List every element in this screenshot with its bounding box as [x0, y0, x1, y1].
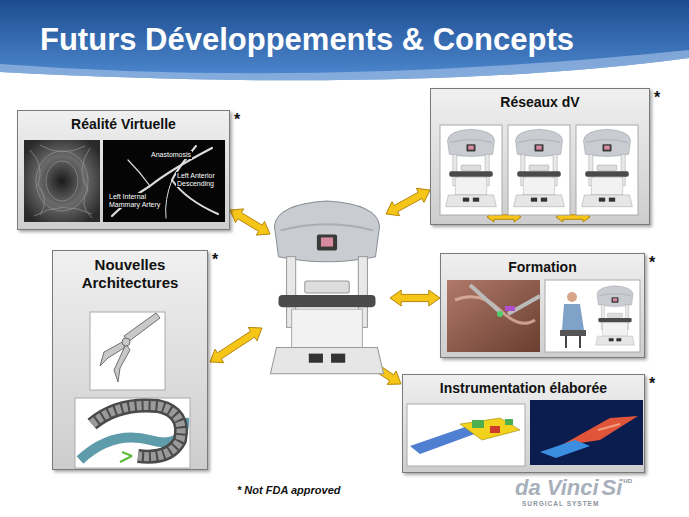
slide-title: Futurs Développements & Concepts	[40, 22, 574, 58]
footnote-mark: *	[649, 375, 655, 393]
logo-subtitle: SURGICAL SYSTEM	[522, 500, 599, 507]
concept-box: Formation*	[440, 253, 645, 358]
image-annotation: Left Internal Mammary Artery	[108, 193, 162, 208]
footnote: * Not FDA approved	[237, 484, 341, 496]
double-arrow	[230, 209, 270, 235]
logo-text: HD	[623, 478, 632, 485]
concept-box: Instrumentation élaborée*	[402, 374, 645, 473]
box-heading: Réseaux dV	[431, 94, 649, 111]
image-annotation: Left Anterior Descending	[176, 172, 224, 187]
box-heading: Nouvelles Architectures	[53, 256, 207, 292]
footnote-mark: *	[654, 89, 660, 107]
footnote-mark: *	[212, 251, 218, 269]
box-heading: Instrumentation élaborée	[403, 380, 644, 397]
footnote-mark: *	[234, 111, 240, 129]
double-arrow	[386, 188, 430, 215]
box-heading: Formation	[441, 259, 644, 276]
concept-box: Réalité Virtuelle*	[17, 110, 230, 230]
concept-box: Nouvelles Architectures*	[52, 250, 208, 470]
image-annotation: Anastomosis	[150, 151, 192, 159]
box-heading: Réalité Virtuelle	[18, 116, 229, 133]
logo-text: da Vinci	[515, 476, 599, 500]
logo-text: Si	[602, 476, 623, 500]
double-arrow	[390, 290, 440, 306]
footnote-mark: *	[649, 254, 655, 272]
double-arrow	[210, 327, 262, 362]
concept-box: Réseaux dV*	[430, 88, 650, 225]
